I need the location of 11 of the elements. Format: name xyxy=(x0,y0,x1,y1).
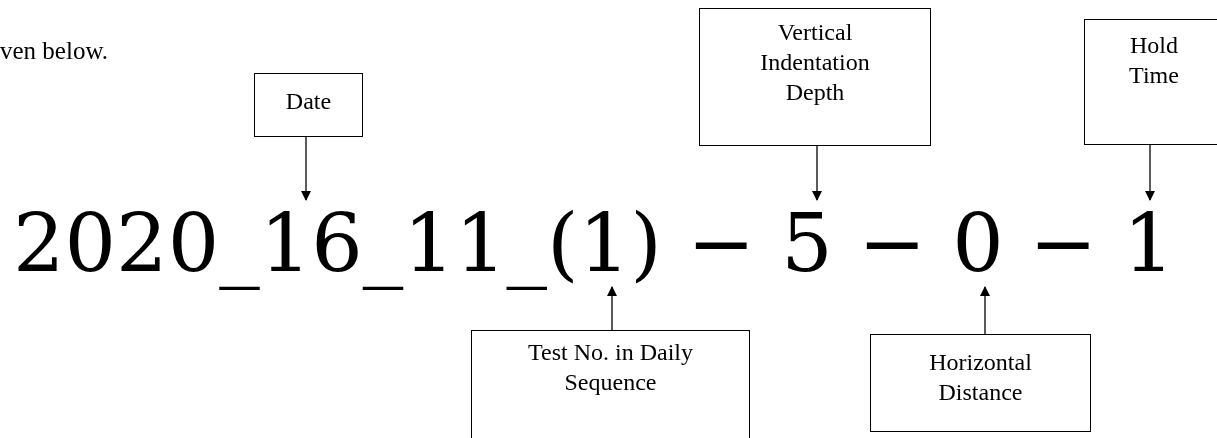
leader-arrow xyxy=(1145,144,1155,201)
label-box: Hold Time xyxy=(1084,19,1217,145)
label-box: Date xyxy=(254,73,363,137)
leader-arrow xyxy=(812,145,822,201)
leader-arrow xyxy=(301,136,311,201)
leader-arrow xyxy=(607,286,617,331)
label-box: Test No. in Daily Sequence xyxy=(471,330,750,438)
text-fragment: ven below. xyxy=(0,37,109,65)
label-box: Vertical Indentation Depth xyxy=(699,8,931,146)
label-box: Horizontal Distance xyxy=(870,334,1091,432)
leader-arrow xyxy=(980,286,990,335)
